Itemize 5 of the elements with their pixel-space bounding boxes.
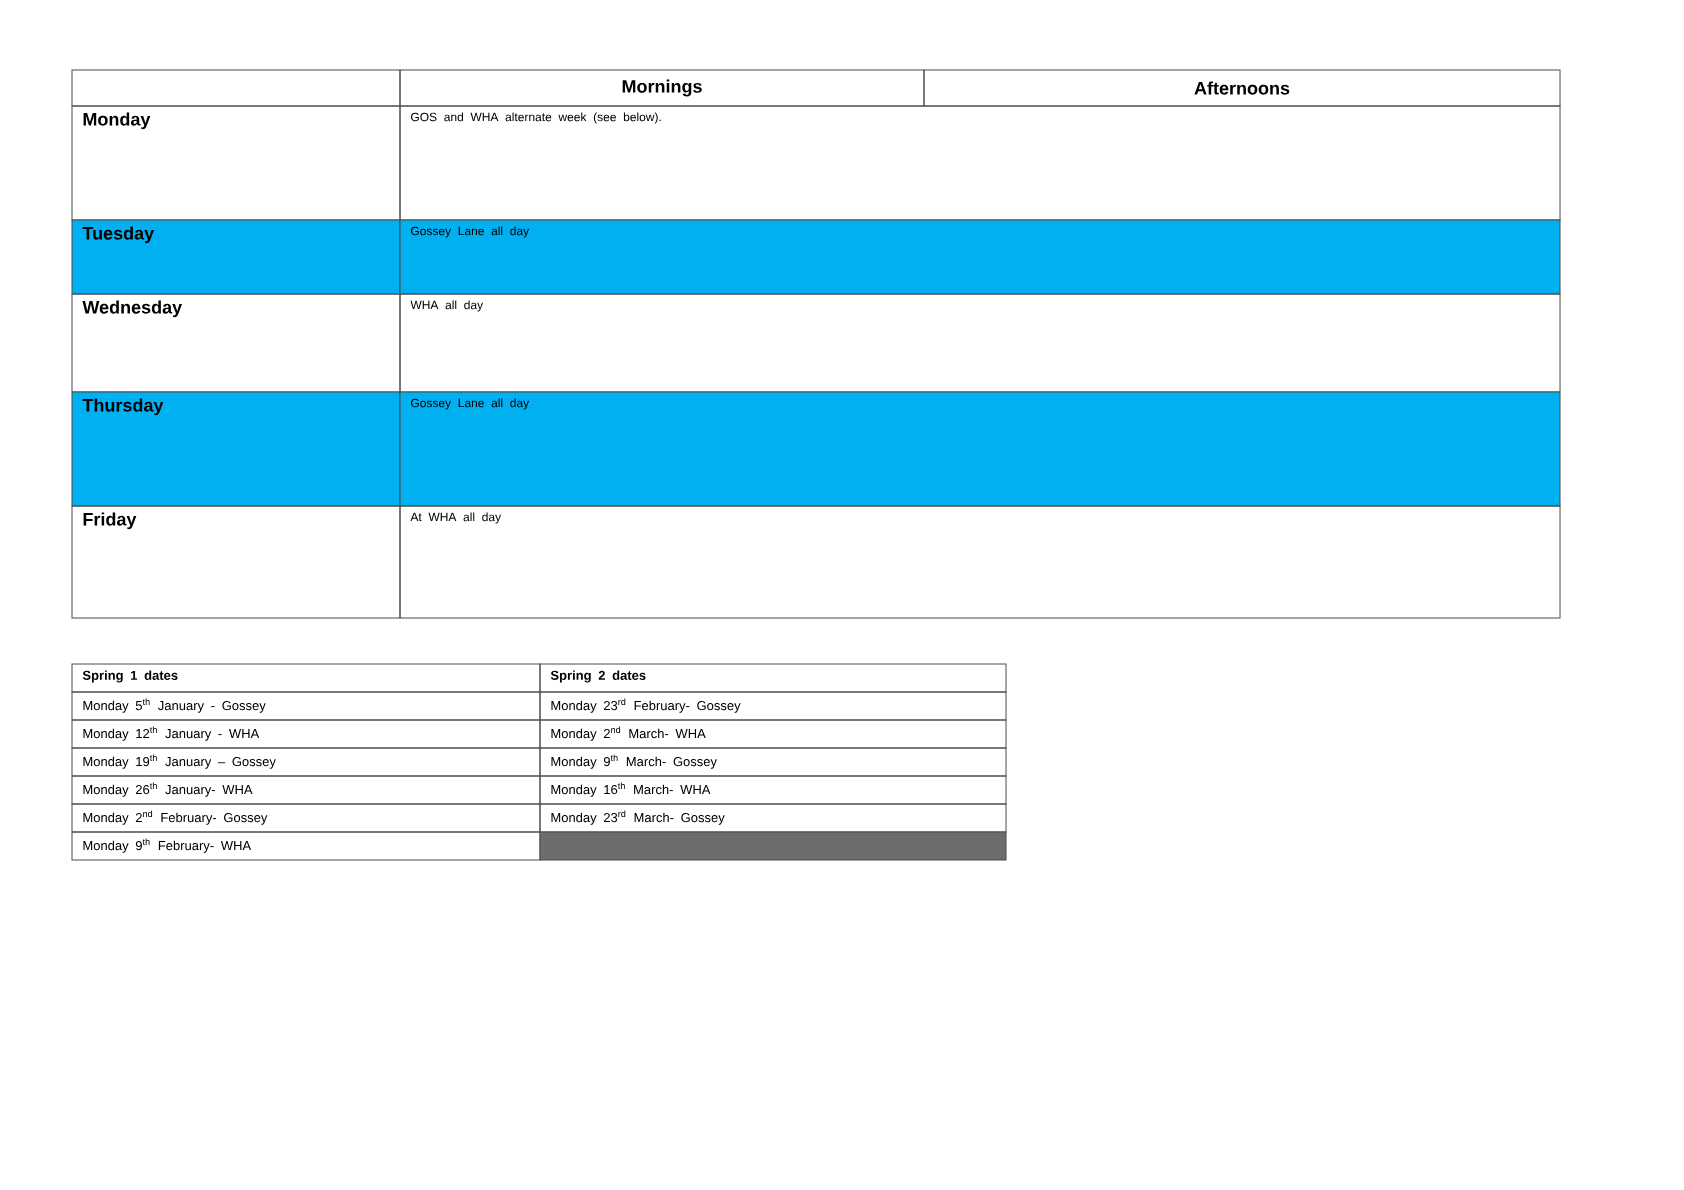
table-cell: Tuesday xyxy=(71,219,401,295)
table-cell: Thursday xyxy=(71,391,401,507)
table-cell: Mornings xyxy=(399,69,925,107)
table-cell: Friday xyxy=(71,505,401,619)
table-cell: Afternoons xyxy=(923,69,1561,107)
